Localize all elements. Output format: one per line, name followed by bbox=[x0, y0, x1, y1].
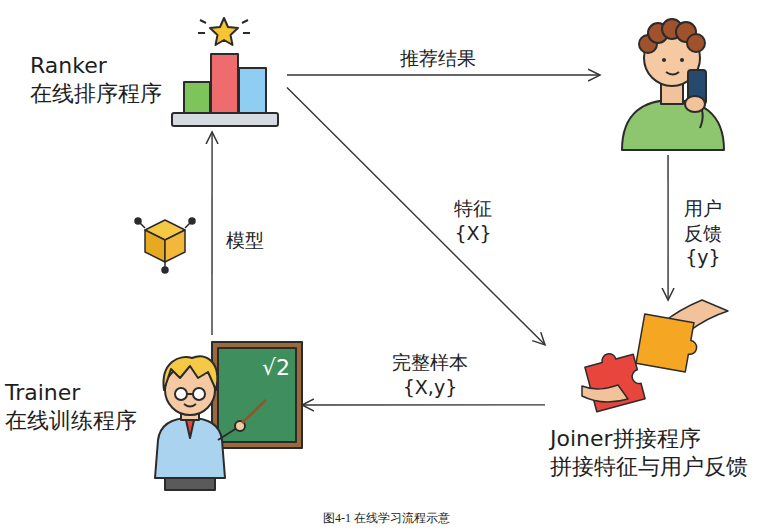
program-node: Trainer 在线训练程序 bbox=[2, 335, 302, 495]
arrow-label: 推荐结果 bbox=[398, 46, 478, 71]
arrow-label: 完整样本 {X,y} bbox=[390, 350, 470, 399]
flow-arrow bbox=[211, 132, 212, 335]
puzzle-icon bbox=[582, 300, 728, 412]
ranking-chart-icon bbox=[172, 18, 278, 126]
flow-arrow bbox=[302, 404, 545, 405]
program-node: Joiner拼接程序 拼接特征与用户反馈 bbox=[545, 300, 770, 495]
trainer-figure bbox=[155, 342, 302, 490]
arrow-label: 模型 bbox=[224, 228, 266, 253]
flow-arrow bbox=[287, 88, 545, 345]
figure-caption: 图4-1 在线学习流程示意 bbox=[0, 510, 773, 527]
node-title: Ranker 在线排序程序 bbox=[30, 52, 162, 107]
program-node: Ranker 在线排序程序 bbox=[25, 12, 287, 132]
model-cube-icon bbox=[135, 218, 195, 273]
user-figure bbox=[622, 19, 724, 150]
board-formula: √2 bbox=[262, 356, 290, 380]
flow-arrow bbox=[667, 155, 668, 300]
program-node bbox=[600, 5, 735, 155]
flow-arrow bbox=[287, 74, 600, 75]
node-title: Trainer 在线训练程序 bbox=[5, 379, 137, 434]
arrow-label: 特征{X} bbox=[452, 196, 494, 245]
node-title: Joiner拼接程序 拼接特征与用户反馈 bbox=[550, 425, 748, 480]
arrow-label: 用户 反馈{y} bbox=[682, 196, 724, 270]
